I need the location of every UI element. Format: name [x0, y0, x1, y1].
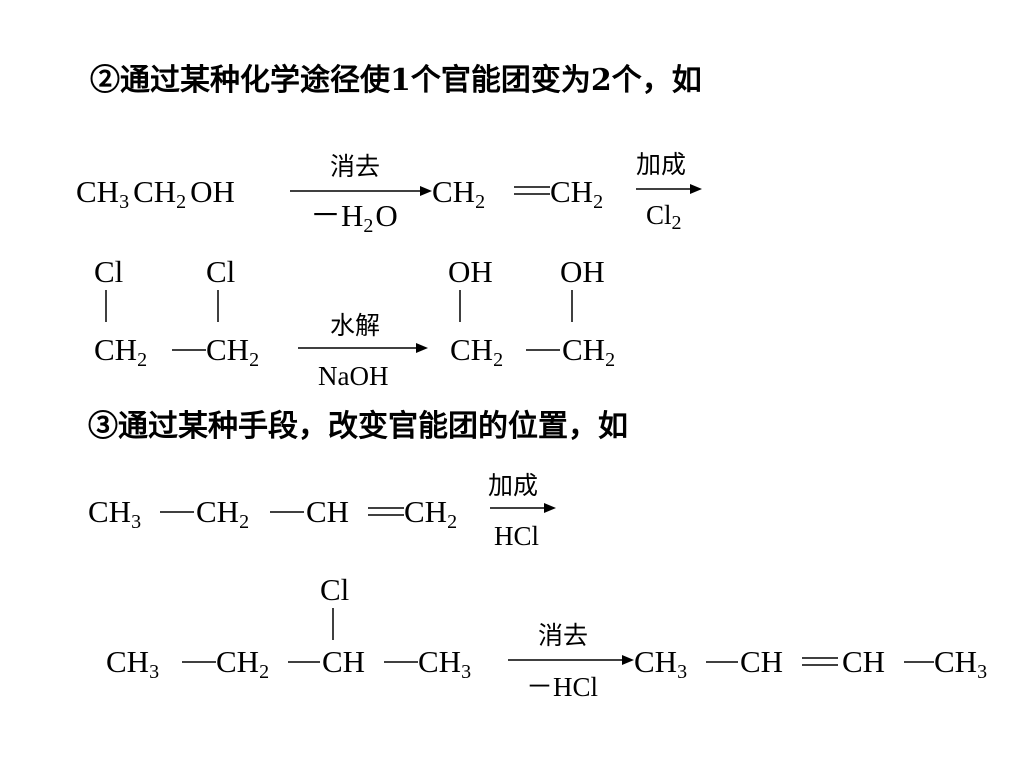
svg-text:CH: CH [322, 644, 365, 679]
svg-text:CH2: CH2 [550, 174, 603, 213]
hcl-addition-arrow: 加成 HCl [488, 471, 556, 551]
heading-functional-group-doubling: ②通过某种化学途径使1个官能团变为2个，如 [90, 63, 702, 98]
svg-text:CH: CH [842, 644, 885, 679]
svg-text:CH2: CH2 [404, 494, 457, 533]
svg-text:OH: OH [448, 254, 493, 289]
svg-text:CH2: CH2 [196, 494, 249, 533]
2-chlorobutane-formula: Cl CH3 CH2 CH CH3 [106, 572, 471, 683]
svg-text:CH2: CH2 [450, 332, 503, 371]
svg-text:CH3: CH3 [418, 644, 471, 683]
svg-text:Cl: Cl [320, 572, 349, 607]
svg-text:CH2: CH2 [216, 644, 269, 683]
elimination-condition-label-2: 消去 [538, 621, 588, 650]
svg-text:CH2: CH2 [94, 332, 147, 371]
svg-text:CH3: CH3 [634, 644, 687, 683]
dichloroethane-formula: Cl Cl CH2 CH2 [94, 254, 259, 371]
addition-condition-label: 加成 [636, 150, 686, 179]
naoh-label: NaOH [318, 361, 388, 391]
ethylene-glycol-formula: OH OH CH2 CH2 [448, 254, 615, 371]
minus-water-label: －H2O [310, 198, 398, 237]
hydrolysis-condition-label: 水解 [330, 311, 380, 340]
addition-arrow-1: 加成 Cl2 [636, 150, 702, 234]
elimination-condition-label: 消去 [330, 152, 380, 181]
chlorine-label: Cl2 [646, 200, 682, 234]
svg-text:Cl: Cl [206, 254, 235, 289]
but-2-ene-formula: CH3 CH CH CH3 [634, 644, 987, 683]
elimination-arrow-2: 消去 －HCl [508, 621, 634, 702]
elimination-arrow-1: 消去 －H2O [290, 152, 432, 237]
svg-text:CH2: CH2 [432, 174, 485, 213]
svg-text:CH3: CH3 [106, 644, 159, 683]
svg-text:CH: CH [306, 494, 349, 529]
svg-text:CH3: CH3 [934, 644, 987, 683]
svg-text:OH: OH [560, 254, 605, 289]
svg-text:Cl: Cl [94, 254, 123, 289]
svg-text:CH2: CH2 [206, 332, 259, 371]
svg-text:CH3: CH3 [88, 494, 141, 533]
hydrolysis-arrow: 水解 NaOH [298, 311, 428, 391]
heading-functional-group-shift: ③通过某种手段，改变官能团的位置，如 [88, 409, 628, 444]
addition-condition-label-2: 加成 [488, 471, 538, 500]
svg-text:CH: CH [740, 644, 783, 679]
minus-hcl-label: －HCl [526, 672, 598, 702]
hcl-label: HCl [494, 521, 539, 551]
svg-text:CH2: CH2 [562, 332, 615, 371]
but-1-ene-formula: CH3 CH2 CH CH2 [88, 494, 457, 533]
ethene-formula: CH2 CH2 [432, 174, 603, 213]
